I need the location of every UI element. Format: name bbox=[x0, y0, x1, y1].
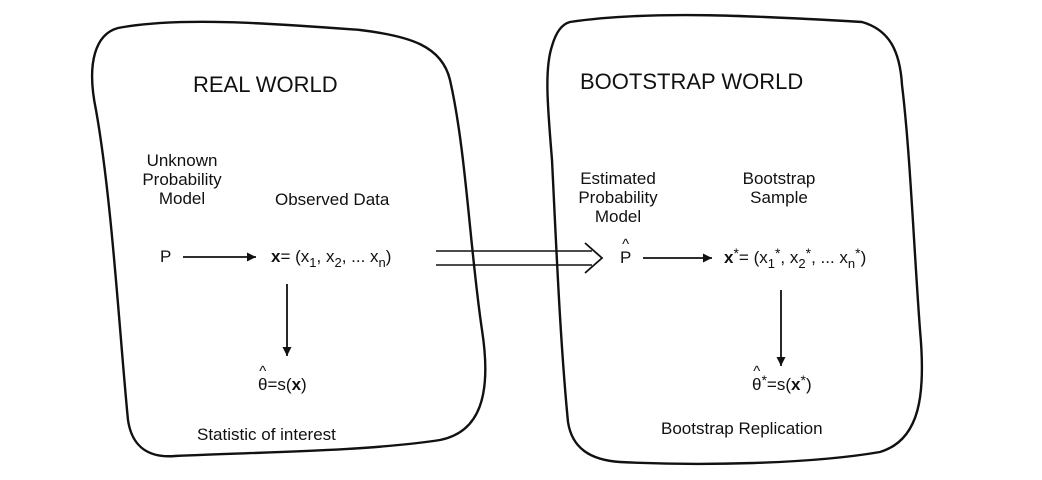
real-theta-hat: θ bbox=[258, 362, 268, 395]
boot-p-hat: P bbox=[620, 235, 632, 268]
real-x-eq: = (x bbox=[280, 247, 310, 266]
replication-label: Bootstrap Replication bbox=[661, 419, 823, 438]
real-x-bold: x bbox=[271, 247, 281, 266]
real-x-dots: , ... x bbox=[341, 247, 379, 266]
boot-x1-star: * bbox=[774, 245, 781, 261]
real-p-symbol: P bbox=[160, 247, 172, 266]
real-theta-x: x bbox=[291, 375, 302, 394]
estimated-model-line-3: Model bbox=[594, 207, 642, 226]
estimated-model-label: Estimated Probability Model bbox=[566, 169, 670, 226]
bootstrap-world-title: BOOTSTRAP WORLD bbox=[580, 69, 804, 94]
unknown-model-line-1: Unknown bbox=[146, 151, 218, 170]
unknown-model-line-3: Model bbox=[158, 189, 206, 208]
bootstrap-world-blob bbox=[546, 13, 924, 466]
boot-x-star: * bbox=[733, 245, 739, 261]
estimated-model-line-1: Estimated bbox=[580, 169, 656, 188]
boot-x-subn: n bbox=[847, 256, 856, 271]
world-transfer-double-arrow bbox=[436, 242, 604, 274]
real-theta-rest: =s( bbox=[267, 375, 292, 394]
boot-xn-star: * bbox=[855, 245, 861, 261]
estimated-model-line-2: Probability bbox=[578, 188, 658, 207]
boot-x-sub1: 1 bbox=[767, 256, 775, 271]
observed-data-label: Observed Data bbox=[275, 190, 390, 209]
real-x-subn: n bbox=[378, 255, 386, 270]
boot-x-sub2: 2 bbox=[798, 256, 806, 271]
real-x-mid: , x bbox=[316, 247, 335, 266]
unknown-model-line-2: Probability bbox=[142, 170, 222, 189]
bootstrap-sample-label: Bootstrap Sample bbox=[724, 169, 834, 207]
real-world-title: REAL WORLD bbox=[193, 72, 338, 97]
bootstrap-sample-line-1: Bootstrap bbox=[742, 169, 816, 188]
real-data-formula: x= (x1, x2, ... xn) bbox=[271, 247, 392, 270]
boot-x-mid: , x bbox=[780, 248, 799, 267]
boot-theta-formula: θ*=s(x*) bbox=[752, 362, 812, 395]
bootstrap-sample-line-2: Sample bbox=[750, 188, 808, 207]
boot-theta-rest: =s( bbox=[766, 375, 792, 394]
boot-x-close: ) bbox=[860, 248, 867, 267]
boot-theta-star: * bbox=[761, 372, 767, 388]
real-x-close: ) bbox=[385, 247, 392, 266]
real-world-blob bbox=[90, 20, 487, 458]
boot-p-hat-symbol: P bbox=[620, 235, 632, 268]
boot-x-dots: , ... x bbox=[811, 248, 848, 267]
boot-theta-close: ) bbox=[805, 375, 812, 394]
boot-x-bold: x bbox=[724, 248, 734, 267]
statistic-label: Statistic of interest bbox=[197, 425, 336, 444]
real-theta-close: ) bbox=[301, 375, 307, 394]
boot-theta-x-star: * bbox=[800, 372, 806, 388]
boot-x2-star: * bbox=[805, 245, 812, 261]
boot-x-eq: = (x bbox=[738, 248, 768, 267]
real-x-sub1: 1 bbox=[309, 255, 317, 270]
real-theta-formula: θ=s(x) bbox=[258, 362, 307, 395]
boot-sample-formula: x*= (x1*, x2*, ... xn*) bbox=[724, 245, 867, 271]
real-x-sub2: 2 bbox=[334, 255, 342, 270]
unknown-model-label: Unknown Probability Model bbox=[130, 151, 234, 208]
boot-theta-hat: θ bbox=[752, 362, 762, 395]
boot-theta-x: x bbox=[791, 375, 801, 394]
